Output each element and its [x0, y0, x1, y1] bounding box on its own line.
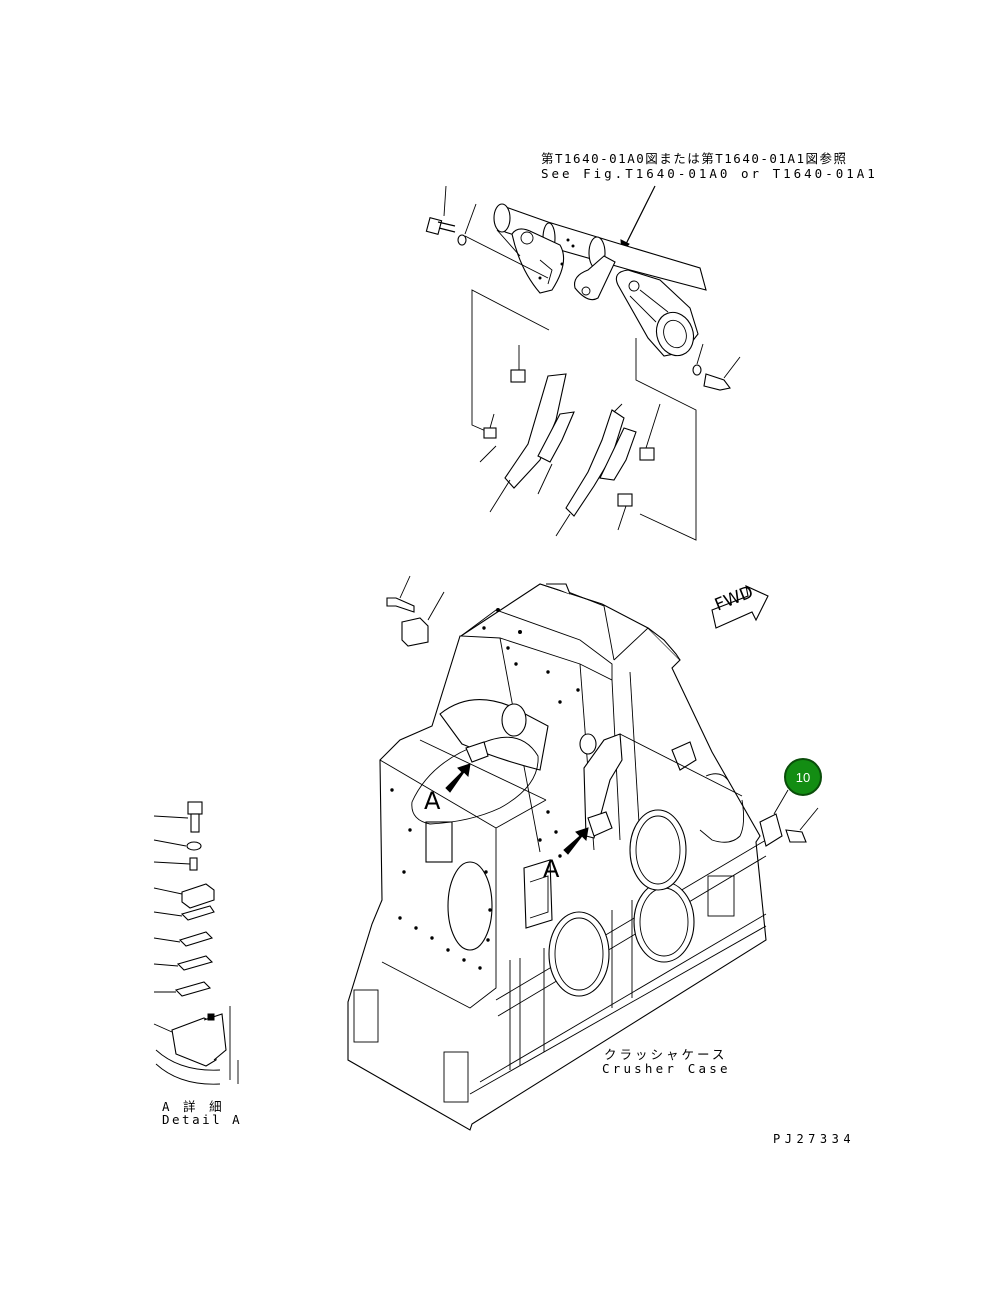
- bolt-upper-right: [692, 343, 741, 391]
- part-10-plate-bolt: [699, 773, 819, 847]
- bolt-upper-left: [425, 185, 477, 246]
- callout-badge[interactable]: 10: [784, 758, 822, 796]
- detail-marker-a: [411, 736, 613, 855]
- crusher-case-body: [347, 575, 767, 1131]
- crusher-case-label-en: Crusher Case: [602, 1061, 731, 1076]
- bolt-top-left: [386, 575, 445, 647]
- liner-group: [471, 289, 697, 541]
- fwd-arrow-sign: [711, 585, 769, 629]
- drawing-number: PJ27334: [773, 1132, 856, 1146]
- view-marker-a-center: A: [543, 855, 560, 883]
- view-marker-a-left: A: [424, 787, 441, 815]
- pivot-shaft-assembly: [425, 185, 741, 391]
- detail-a-stack: [153, 801, 239, 1085]
- reference-note-en: See Fig.T1640-01A0 or T1640-01A1: [541, 166, 878, 181]
- reference-note-jp: 第T1640-01A0図または第T1640-01A1図参照: [541, 151, 848, 166]
- callout-number: 10: [795, 769, 811, 785]
- crusher-case-label-jp: クラッシャケース: [604, 1047, 728, 1062]
- detail-a-label-en: Detail A: [162, 1112, 243, 1127]
- rivet-dots: [390, 608, 580, 970]
- detail-a-label-jp: A 詳 細: [162, 1099, 225, 1114]
